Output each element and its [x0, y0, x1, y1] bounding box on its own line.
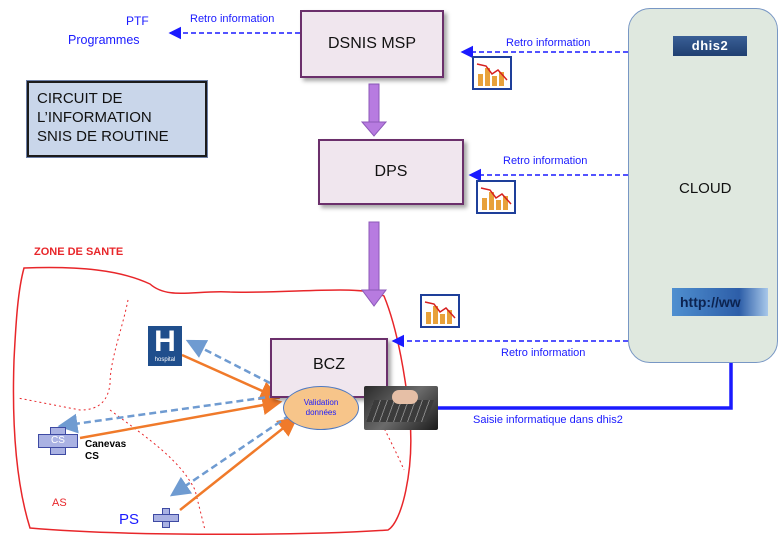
programmes-label: Programmes — [68, 33, 140, 47]
zone-de-sante-outline — [12, 266, 412, 536]
orange-arrow-ps — [179, 416, 298, 511]
cs-cross-icon: CS — [38, 427, 78, 455]
aire-boundary-2 — [109, 409, 206, 531]
node-dps-label: DPS — [374, 163, 408, 180]
orange-arrow-cs — [79, 395, 283, 440]
keyboard-image — [364, 386, 438, 430]
chart-report-icon — [420, 294, 460, 328]
hospital-icon: H hospital — [148, 326, 182, 366]
circuit-line-3: SNIS DE ROUTINE — [37, 128, 169, 145]
aire-boundary-1 — [17, 299, 129, 411]
cloud-label: CLOUD — [679, 180, 732, 197]
canevas-cs-label: Canevas CS — [85, 439, 127, 462]
retro-label-dps: Retro information — [503, 155, 588, 167]
validation-line-1: Validation — [303, 398, 339, 407]
arrow-dps-to-bcz — [361, 221, 387, 307]
http-banner: http://ww — [672, 288, 768, 316]
circuit-line-2: L’INFORMATION — [37, 109, 152, 126]
as-label: AS — [52, 497, 67, 509]
ps-label: PS — [119, 511, 140, 528]
chart-report-icon — [476, 180, 516, 214]
circuit-title-box: CIRCUIT DE L’INFORMATION SNIS DE ROUTINE — [26, 80, 208, 158]
chart-report-icon — [472, 56, 512, 90]
arrow-dsnis-to-dps — [360, 83, 388, 137]
validation-ellipse: Validation données — [283, 386, 359, 430]
node-dps: DPS — [318, 139, 464, 205]
orange-arrow-hospital — [181, 353, 281, 400]
ptf-label: PTF — [126, 14, 149, 28]
feedback-arrow-cs — [57, 394, 277, 434]
validation-line-2: données — [305, 408, 337, 417]
retro-label-top: Retro information — [190, 13, 275, 25]
zone-de-sante-label: ZONE DE SANTE — [34, 246, 124, 258]
retro-label-bcz: Retro information — [501, 347, 586, 359]
saisie-arrow — [438, 352, 733, 410]
feedback-arrow-hospital — [185, 339, 271, 385]
ps-cross-icon — [153, 508, 179, 528]
node-dsnis-label: DSNIS MSP — [327, 35, 416, 52]
dhis2-logo: dhis2 — [673, 36, 747, 56]
retro-label-dsnis: Retro information — [506, 37, 591, 49]
node-dsnis-msp: DSNIS MSP — [300, 10, 444, 78]
feedback-arrow-ps — [169, 413, 291, 497]
saisie-label: Saisie informatique dans dhis2 — [473, 414, 623, 426]
node-bcz-label: BCZ — [313, 356, 345, 373]
circuit-line-1: CIRCUIT DE — [37, 90, 123, 107]
